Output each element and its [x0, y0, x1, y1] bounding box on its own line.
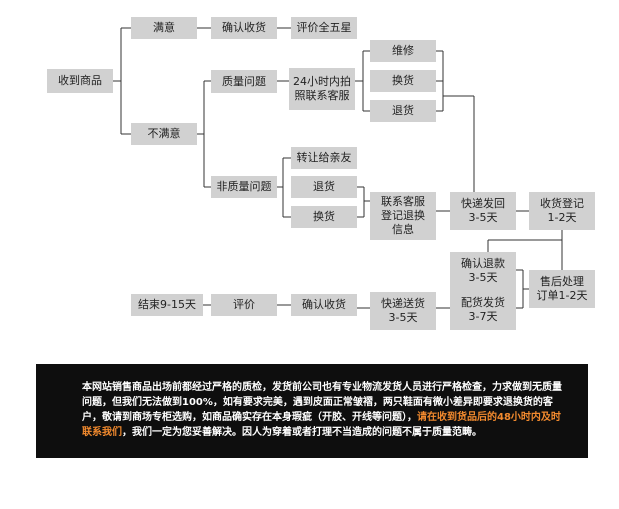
node-confirm-receipt-top: 确认收货: [211, 17, 277, 39]
node-unsatisfied: 不满意: [131, 123, 197, 145]
node-satisfied: 满意: [131, 17, 197, 39]
node-express-send-back: 快递发回 3-5天: [450, 192, 516, 230]
node-exchange-quality: 换货: [370, 70, 436, 92]
node-transfer-to-friends: 转让给亲友: [291, 147, 357, 169]
notice-text-end: ，我们一定为您妥善解决。因人为穿着或者打理不当造成的问题不属于质量范畴。: [122, 427, 482, 438]
node-exchange-non-quality: 换货: [291, 206, 357, 228]
node-photo-24h: 24小时内拍 照联系客服: [289, 68, 355, 110]
node-non-quality-issue: 非质量问题: [211, 176, 277, 198]
node-return-quality: 退货: [370, 100, 436, 122]
node-five-star-review: 评价全五星: [291, 17, 357, 39]
node-received: 收到商品: [47, 69, 113, 93]
node-quality-issue: 质量问题: [211, 70, 277, 93]
node-after-sale: 售后处理 订单1-2天: [529, 270, 595, 308]
notice-text: 本网站销售商品出场前都经过严格的质检，发货前公司也有专业物流发货人员进行严格检查…: [82, 382, 562, 423]
notice-panel: 本网站销售商品出场前都经过严格的质检，发货前公司也有专业物流发货人员进行严格检查…: [36, 364, 588, 458]
node-end: 结束9-15天: [131, 294, 203, 316]
node-express-deliver: 快递送货 3-5天: [370, 292, 436, 330]
node-dispatch: 配货发货 3-7天: [450, 290, 516, 330]
node-review: 评价: [211, 294, 277, 316]
node-contact-service: 联系客服 登记退换 信息: [370, 192, 436, 240]
node-return-non-quality: 退货: [291, 176, 357, 198]
node-confirm-refund: 确认退款 3-5天: [450, 252, 516, 290]
node-receive-register: 收货登记 1-2天: [529, 192, 595, 230]
notice-highlight: 请在收到货品后的48小时内及时联系我们: [82, 412, 561, 438]
node-repair: 维修: [370, 40, 436, 62]
node-confirm-receipt-bottom: 确认收货: [291, 294, 357, 316]
